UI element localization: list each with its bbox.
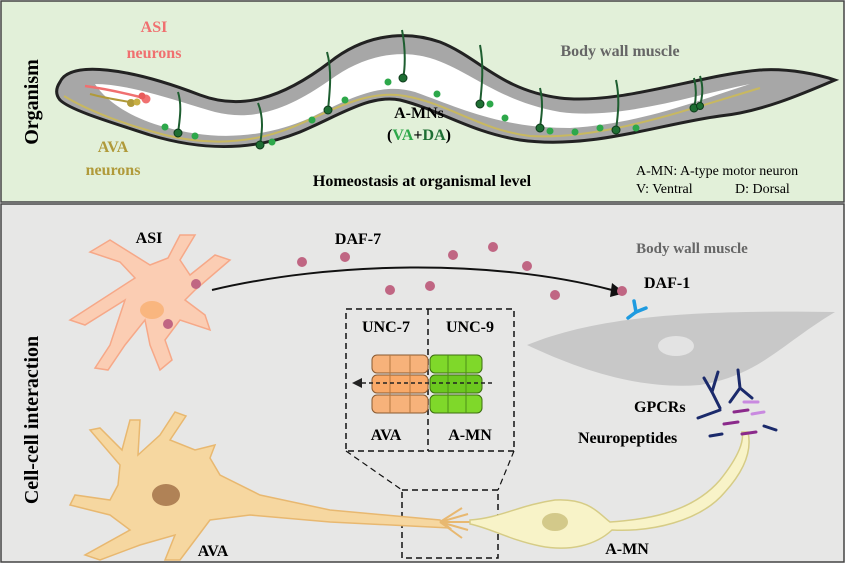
- unc9-label: UNC-9: [446, 319, 494, 336]
- muscle-nucleus: [658, 336, 694, 356]
- ava-label-top-2: neurons: [86, 162, 141, 179]
- legend-amn: A-MN: A-type motor neuron: [636, 164, 798, 179]
- da-neuron-somas: [173, 73, 704, 150]
- asi-label: ASI: [136, 230, 163, 247]
- daf7-arrow: [211, 266, 613, 291]
- zoom-line-left: [345, 450, 403, 491]
- ava-inner-label: AVA: [371, 427, 402, 444]
- neuropeptides-label: Neuropeptides: [578, 430, 677, 447]
- cell-side-label: Cell-cell interaction: [21, 336, 43, 504]
- muscle-label-top: Body wall muscle: [560, 43, 679, 60]
- amn-label: A-MNs: [394, 105, 444, 122]
- asi-label-top-2: neurons: [127, 45, 182, 62]
- gap-junction-box: [345, 308, 515, 452]
- unc7-label: UNC-7: [362, 319, 410, 336]
- current-arrowhead: [352, 378, 362, 388]
- homeostasis-label: Homeostasis at organismal level: [313, 173, 532, 190]
- asi-cell: [68, 234, 232, 372]
- gpcr-receptors: [696, 368, 754, 420]
- ava-terminal: [439, 507, 470, 539]
- amn-label: A-MN: [605, 541, 649, 558]
- legend-dorsal: D: Dorsal: [735, 182, 790, 197]
- asi-label-top: ASI: [141, 19, 168, 36]
- neuropeptides: [708, 400, 778, 438]
- unc9-hemichannel: [429, 354, 483, 414]
- amn-inner-label: A-MN: [448, 427, 492, 444]
- zoom-line-right: [497, 450, 515, 491]
- va-neuron-somas: [161, 78, 640, 146]
- daf7-molecules: [191, 242, 627, 300]
- ava-label: AVA: [198, 543, 229, 560]
- daf7-label: DAF-7: [335, 231, 381, 248]
- legend-ventral: V: Ventral: [636, 182, 693, 197]
- muscle-label: Body wall muscle: [636, 241, 748, 257]
- ava-label-top: AVA: [98, 139, 129, 156]
- daf1-label: DAF-1: [644, 275, 690, 292]
- gpcrs-label: GPCRs: [634, 399, 686, 416]
- ava-neuron-head: [89, 93, 141, 107]
- daf7-in-asi: [163, 319, 173, 329]
- da-label: DA: [423, 127, 447, 144]
- amn-subtypes-label: (VA+DA): [387, 127, 451, 144]
- va-label: VA: [392, 127, 413, 144]
- asi-neuron-head: [84, 84, 151, 104]
- unc7-hemichannel: [371, 354, 429, 414]
- organism-side-label: Organism: [21, 59, 43, 145]
- daf1-receptor: [626, 299, 648, 320]
